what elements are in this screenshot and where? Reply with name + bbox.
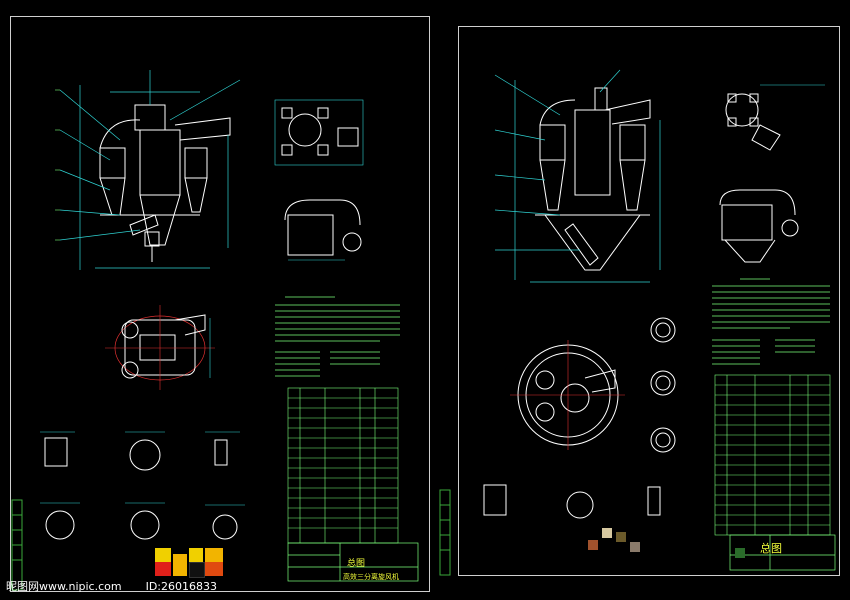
section-detail-dims-left	[40, 431, 245, 506]
flange-details-right	[483, 317, 676, 519]
parts-list-rows-left	[288, 397, 398, 529]
drawing-sheet-right	[458, 26, 840, 576]
top-plan-view-left	[105, 305, 215, 390]
title-block-right	[729, 534, 836, 571]
left-drawing-title: 总图	[347, 559, 366, 569]
drawing-sheet-left	[10, 16, 430, 592]
top-plan-view-right	[510, 340, 625, 450]
left-equipment-name: 高效三分离旋风机	[343, 573, 399, 581]
cyclone-elevation-view-right	[535, 87, 651, 271]
watermark-site: 昵图网www.nipic.com	[6, 580, 122, 593]
technical-notes-left	[275, 296, 400, 377]
cyclone-elevation-view-left	[99, 104, 231, 262]
title-block-right-fill	[735, 548, 745, 558]
section-details-left	[44, 437, 238, 540]
right-drawing-title: 总图	[760, 542, 782, 555]
left-binding-strip	[11, 499, 23, 591]
watermark-logo	[155, 548, 227, 578]
foundation-plan-view-left	[274, 99, 364, 166]
cyclone-elevation-dimensions-left	[59, 70, 241, 270]
side-view-right	[719, 189, 799, 263]
side-view-left	[284, 199, 362, 261]
watermark-id-value: 26016833	[161, 580, 218, 593]
title-block-left	[287, 542, 419, 582]
watermark-id-label: ID:	[145, 580, 162, 593]
cyclone-leader-labels-left	[55, 89, 60, 241]
parts-list-rows-right	[715, 384, 830, 526]
technical-notes-right	[712, 278, 830, 365]
parts-list-table-left	[287, 387, 399, 544]
cyclone-elevation-dimensions-right	[494, 69, 661, 283]
watermark: 昵图网www.nipic.com ID:26016833	[6, 578, 217, 594]
foundation-plan-view-right	[725, 84, 825, 151]
blurred-blocks	[588, 528, 648, 552]
right-binding-strip	[439, 489, 451, 576]
